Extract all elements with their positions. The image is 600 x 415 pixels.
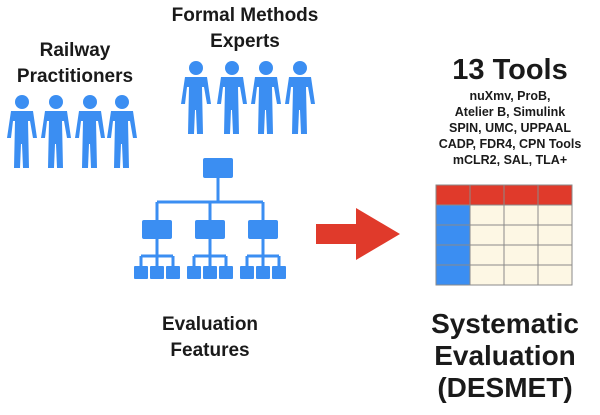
evaluation-features-label: Evaluation Features [130,312,290,364]
formal-methods-experts-group [181,61,315,134]
tools-line-2: Atelier B, Simulink [454,105,566,119]
systematic-evaluation-label: Systematic Evaluation (DESMET) [420,308,590,404]
formal-methods-experts-label: Formal Methods Experts [150,3,340,55]
tools-line-4: CADP, FDR4, CPN Tools [438,137,582,151]
hierarchy-icon [134,158,286,279]
right-arrow-icon [316,208,400,260]
person-icon [285,61,315,134]
railway-practitioners-group [7,95,137,168]
fm-line1: Formal Methods [171,5,319,26]
person-icon [107,95,137,168]
railway-line1: Railway [39,40,111,61]
systematic-line1: Systematic [431,308,579,339]
systematic-line3: (DESMET) [437,372,573,403]
person-icon [181,61,211,134]
person-icon [251,61,281,134]
tools-line-1: nuXmv, ProB, [469,89,551,103]
tools-list: nuXmv, ProB, Atelier B, Simulink SPIN, U… [412,88,600,168]
tools-line-5: mCLR2, SAL, TLA+ [452,153,568,167]
fm-line2: Experts [210,31,280,52]
person-icon [75,95,105,168]
person-icon [7,95,37,168]
ev-line2: Features [170,340,250,361]
person-icon [41,95,71,168]
tools-line-3: SPIN, UMC, UPPAAL [449,121,571,135]
table-icon [435,184,573,286]
ev-line1: Evaluation [161,314,259,335]
person-icon [217,61,247,134]
tools-title: 13 Tools [452,54,568,86]
railway-line2: Practitioners [16,66,134,87]
systematic-line2: Evaluation [434,340,576,371]
railway-practitioners-label: Railway Practitioners [0,38,150,90]
